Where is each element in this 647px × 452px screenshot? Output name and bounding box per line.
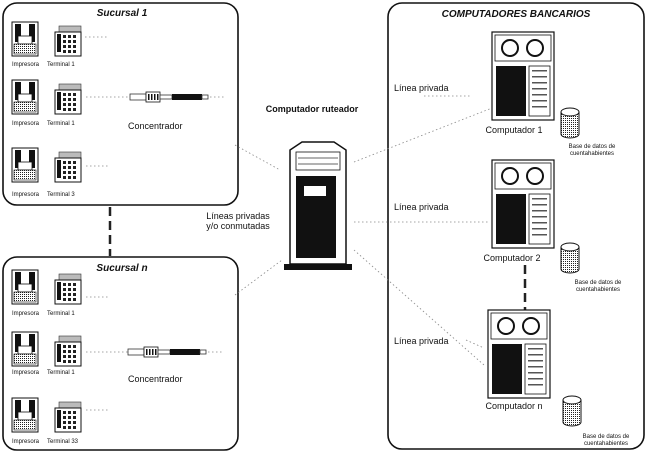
database-label: cuentahabientes [570,151,614,157]
printer-label: Impresora [12,370,40,376]
database-icon [561,108,579,138]
printer-icon [12,80,38,114]
terminal-label: Terminal 3 [47,192,75,198]
mainframe-icon [492,160,554,248]
terminal-label: Terminal 33 [47,439,79,445]
terminal-label: Terminal 1 [47,121,75,127]
branch-1-title: Sucursal 1 [97,8,148,19]
bank-title: COMPUTADORES BANCARIOS [442,9,591,20]
printer-icon [12,148,38,182]
printer-label: Impresora [12,62,40,68]
printer-label: Impresora [12,439,40,445]
mainframe-icon [488,310,550,398]
terminal-label: Terminal 1 [47,311,75,317]
router-links-label-2: y/o conmutadas [206,221,270,231]
router-links-label-1: Líneas privadas [206,211,270,221]
printer-label: Impresora [12,192,40,198]
computer-label: Computador 2 [483,253,540,263]
database-label: cuentahabientes [576,287,620,293]
concentrator-label: Concentrador [128,121,183,131]
terminal-label: Terminal 1 [47,370,75,376]
private-line-label: Línea privada [394,336,449,346]
terminal-icon [55,274,81,304]
mainframe-icon [492,32,554,120]
database-label: Base de datos de [575,280,622,286]
terminal-label: Terminal 1 [47,62,75,68]
concentrator-label: Concentrador [128,374,183,384]
private-line-label: Línea privada [394,202,449,212]
terminal-icon [55,152,81,182]
private-line-label: Línea privada [394,83,449,93]
computer-label: Computador n [485,401,542,411]
printer-label: Impresora [12,311,40,317]
terminal-icon [55,336,81,366]
database-icon [563,396,581,426]
printer-icon [12,22,38,56]
database-icon [561,243,579,273]
printer-icon [12,270,38,304]
concentrator-icon [130,92,208,102]
terminal-icon [55,26,81,56]
branch-n-title: Sucursal n [96,263,147,274]
printer-label: Impresora [12,121,40,127]
router-icon [284,142,352,270]
printer-icon [12,332,38,366]
database-label: Base de datos de [583,434,630,440]
database-label: Base de datos de [569,144,616,150]
terminal-icon [55,84,81,114]
printer-icon [12,398,38,432]
concentrator-icon [128,347,206,357]
computer-label: Computador 1 [485,125,542,135]
database-label: cuentahabientes [584,441,628,447]
terminal-icon [55,402,81,432]
router-label: Computador ruteador [266,104,359,114]
